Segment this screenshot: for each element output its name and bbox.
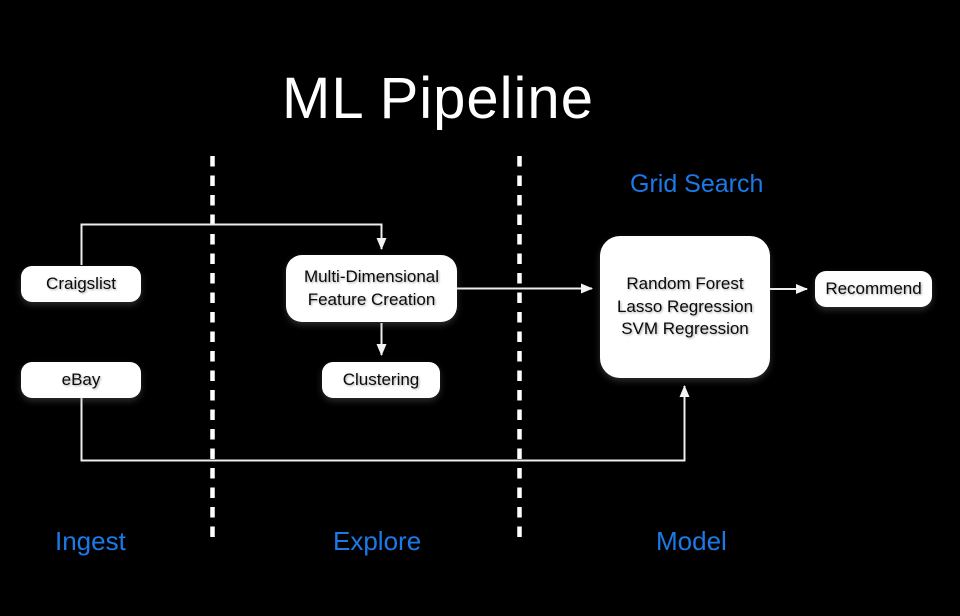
node-clustering-label: Clustering: [342, 369, 420, 389]
node-craigslist: Craigslist: [21, 266, 141, 302]
node-feature-creation-label: Multi-Dimensional Feature Creation: [303, 267, 440, 309]
node-clustering: Clustering: [322, 362, 440, 398]
node-models: Random Forest Lasso Regression SVM Regre…: [600, 236, 770, 378]
node-recommend-label: Recommend: [825, 278, 922, 298]
page-title: ML Pipeline: [282, 65, 594, 131]
node-ebay: eBay: [21, 362, 141, 398]
node-ebay-label: eBay: [61, 369, 101, 389]
connector-ebay-to-models: [80, 385, 690, 462]
label-ingest: Ingest: [55, 526, 126, 556]
node-craigslist-label: Craigslist: [46, 273, 116, 293]
node-recommend: Recommend: [815, 271, 932, 307]
label-explore: Explore: [333, 526, 422, 556]
node-feature-creation: Multi-Dimensional Feature Creation: [286, 255, 457, 322]
node-models-label: Random Forest Lasso Regression SVM Regre…: [616, 274, 754, 339]
connector-craigslist-to-feature-creation: [80, 223, 387, 265]
label-grid-search: Grid Search: [630, 170, 764, 198]
label-model: Model: [656, 526, 727, 556]
